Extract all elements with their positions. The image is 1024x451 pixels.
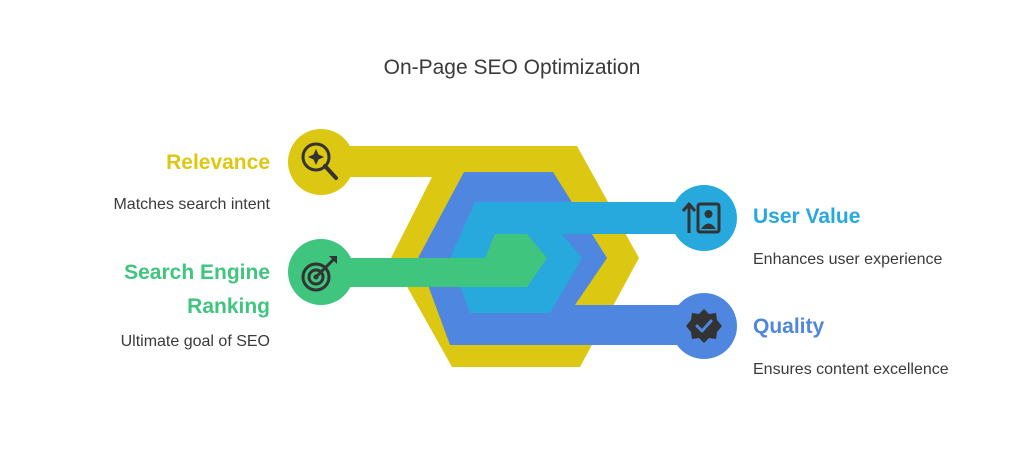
upload-user-icon (681, 202, 721, 234)
ranking-label: Search Engine Ranking (60, 256, 270, 324)
ranking-description: Ultimate goal of SEO (120, 333, 270, 350)
quality-description: Ensures content excellence (753, 361, 949, 378)
user-value-description: Enhances user experience (753, 251, 943, 268)
target-icon (301, 256, 337, 292)
badge-check-icon (686, 309, 722, 343)
ranking-label-line1: Search Engine (124, 261, 270, 284)
ranking-label-line2: Ranking (187, 295, 270, 318)
user-value-circle (671, 185, 737, 251)
quality-label: Quality (753, 315, 825, 338)
relevance-description: Matches search intent (113, 196, 270, 213)
relevance-label: Relevance (166, 151, 270, 174)
search-sparkle-icon (301, 142, 338, 180)
relevance-circle (288, 129, 354, 195)
ranking-band (322, 234, 547, 287)
diagram-title: On-Page SEO Optimization (383, 56, 641, 79)
user-value-label: User Value (753, 205, 861, 228)
